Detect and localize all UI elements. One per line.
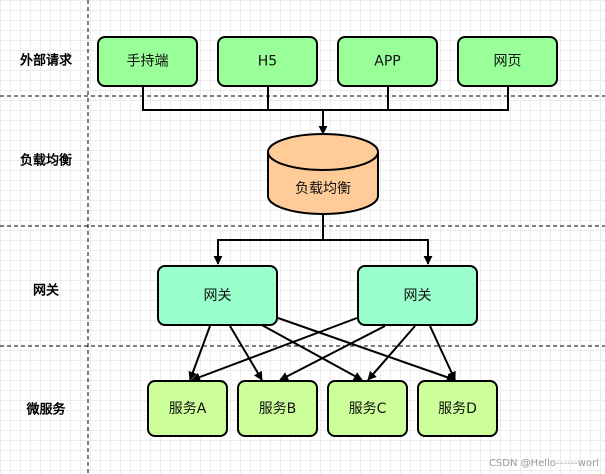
gateway-node-box — [157, 265, 278, 326]
client-node-box — [457, 36, 558, 87]
gateway-node-1[interactable]: 网关 — [157, 265, 278, 326]
csdn-watermark: CSDN @Hello------worl — [488, 458, 599, 469]
cylinder-top — [267, 133, 379, 171]
client-node-h5[interactable]: H5 — [217, 36, 318, 87]
service-node-c[interactable]: 服务C — [327, 380, 408, 437]
client-node-label: 网页 — [494, 54, 522, 70]
gateway-node-2[interactable]: 网关 — [357, 265, 478, 326]
service-node-d[interactable]: 服务D — [417, 380, 498, 437]
client-node-handheld[interactable]: 手持端 — [97, 36, 198, 87]
connector-arrow — [188, 325, 211, 381]
client-connectors — [142, 86, 509, 135]
service-node-label: 服务A — [169, 401, 207, 417]
client-node-app[interactable]: APP — [337, 36, 438, 87]
service-node-box — [417, 380, 498, 437]
service-node-b[interactable]: 服务B — [237, 380, 318, 437]
client-node-web[interactable]: 网页 — [457, 36, 558, 87]
service-node-a[interactable]: 服务A — [147, 380, 228, 437]
client-node-label: APP — [374, 54, 400, 70]
service-node-box — [237, 380, 318, 437]
client-node-label: H5 — [258, 54, 277, 70]
lane-label-external: 外部请求 — [19, 53, 73, 69]
lane-label-microservice: 微服务 — [25, 402, 66, 418]
connector-arrow — [259, 323, 363, 381]
client-node-box — [97, 36, 198, 87]
client-node-label: 手持端 — [127, 54, 169, 70]
lb-connectors — [213, 214, 433, 265]
service-node-box — [147, 380, 228, 437]
gateway-node-box — [357, 265, 478, 326]
connector-arrow — [279, 325, 386, 381]
load-balancer-label: 负载均衡 — [295, 181, 351, 197]
connector-arrow — [277, 317, 456, 382]
gateway-node-label: 网关 — [204, 288, 232, 304]
gateway-connectors — [188, 317, 456, 382]
service-node-label: 服务D — [438, 401, 477, 417]
lane-label-gateway: 网关 — [33, 283, 59, 299]
service-node-label: 服务B — [259, 401, 297, 417]
service-node-label: 服务C — [349, 401, 387, 417]
load-balancer-node[interactable]: 负载均衡 — [267, 133, 379, 215]
connector-arrow — [367, 325, 416, 381]
client-node-box — [217, 36, 318, 87]
connector-arrow — [429, 325, 456, 381]
gateway-node-label: 网关 — [404, 288, 432, 304]
client-node-box — [337, 36, 438, 87]
connector-arrow — [229, 325, 263, 381]
lane-label-load-balancer: 负载均衡 — [20, 153, 72, 169]
connector-arrow — [191, 317, 358, 382]
service-node-box — [327, 380, 408, 437]
